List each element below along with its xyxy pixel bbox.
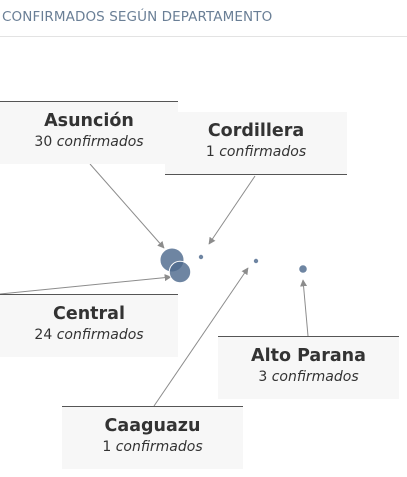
callout-name: Asunción <box>44 111 134 131</box>
count-value: 1 <box>205 144 215 160</box>
bubble-cordillera[interactable] <box>198 254 204 260</box>
callout-rule <box>218 336 399 337</box>
count-unit: confirmados <box>56 134 144 150</box>
callout-count: 1 confirmados <box>165 142 347 162</box>
bubbles <box>159 247 307 284</box>
callout-name: Alto Parana <box>251 346 366 366</box>
callout-name: Caaguazu <box>104 416 201 436</box>
leader-lines <box>0 163 309 407</box>
callout-count: 24 confirmados <box>0 325 178 345</box>
count-unit: confirmados <box>56 327 144 343</box>
callout-count: 1 confirmados <box>62 437 243 457</box>
callout-rule <box>0 101 178 102</box>
count-value: 1 <box>102 439 112 455</box>
callout-caaguazu[interactable]: Caaguazu 1 confirmados <box>62 407 243 469</box>
callout-central[interactable]: Central 24 confirmados <box>0 295 178 357</box>
count-value: 30 <box>34 134 53 150</box>
bubble-central[interactable] <box>168 260 192 284</box>
callout-name: Central <box>53 304 125 324</box>
chart-header: CONFIRMADOS SEGÚN DEPARTAMENTO <box>0 0 407 37</box>
count-unit: confirmados <box>219 144 307 160</box>
callout-count: 30 confirmados <box>0 132 178 152</box>
callout-count: 3 confirmados <box>218 367 399 387</box>
chart-title: CONFIRMADOS SEGÚN DEPARTAMENTO <box>2 9 273 25</box>
callout-rule <box>0 294 178 295</box>
callout-cordillera[interactable]: Cordillera 1 confirmados <box>165 112 347 174</box>
callout-rule <box>165 174 347 175</box>
count-value: 3 <box>258 369 268 385</box>
leader-line-cordillera <box>208 175 256 245</box>
leader-line-caaguazu <box>153 267 249 407</box>
callout-name: Cordillera <box>207 121 305 141</box>
bubble-caaguazu[interactable] <box>253 258 259 264</box>
leader-line-asunci-n <box>89 163 165 249</box>
bubble-alto-parana[interactable] <box>299 265 307 273</box>
callout-rule <box>62 406 243 407</box>
callout-asuncion[interactable]: Asunción 30 confirmados <box>0 102 178 164</box>
callout-alto-parana[interactable]: Alto Parana 3 confirmados <box>218 337 399 399</box>
leader-line-central <box>0 274 172 295</box>
count-unit: confirmados <box>271 369 359 385</box>
count-value: 24 <box>34 327 53 343</box>
count-unit: confirmados <box>115 439 203 455</box>
leader-line-alto-parana <box>300 279 309 337</box>
